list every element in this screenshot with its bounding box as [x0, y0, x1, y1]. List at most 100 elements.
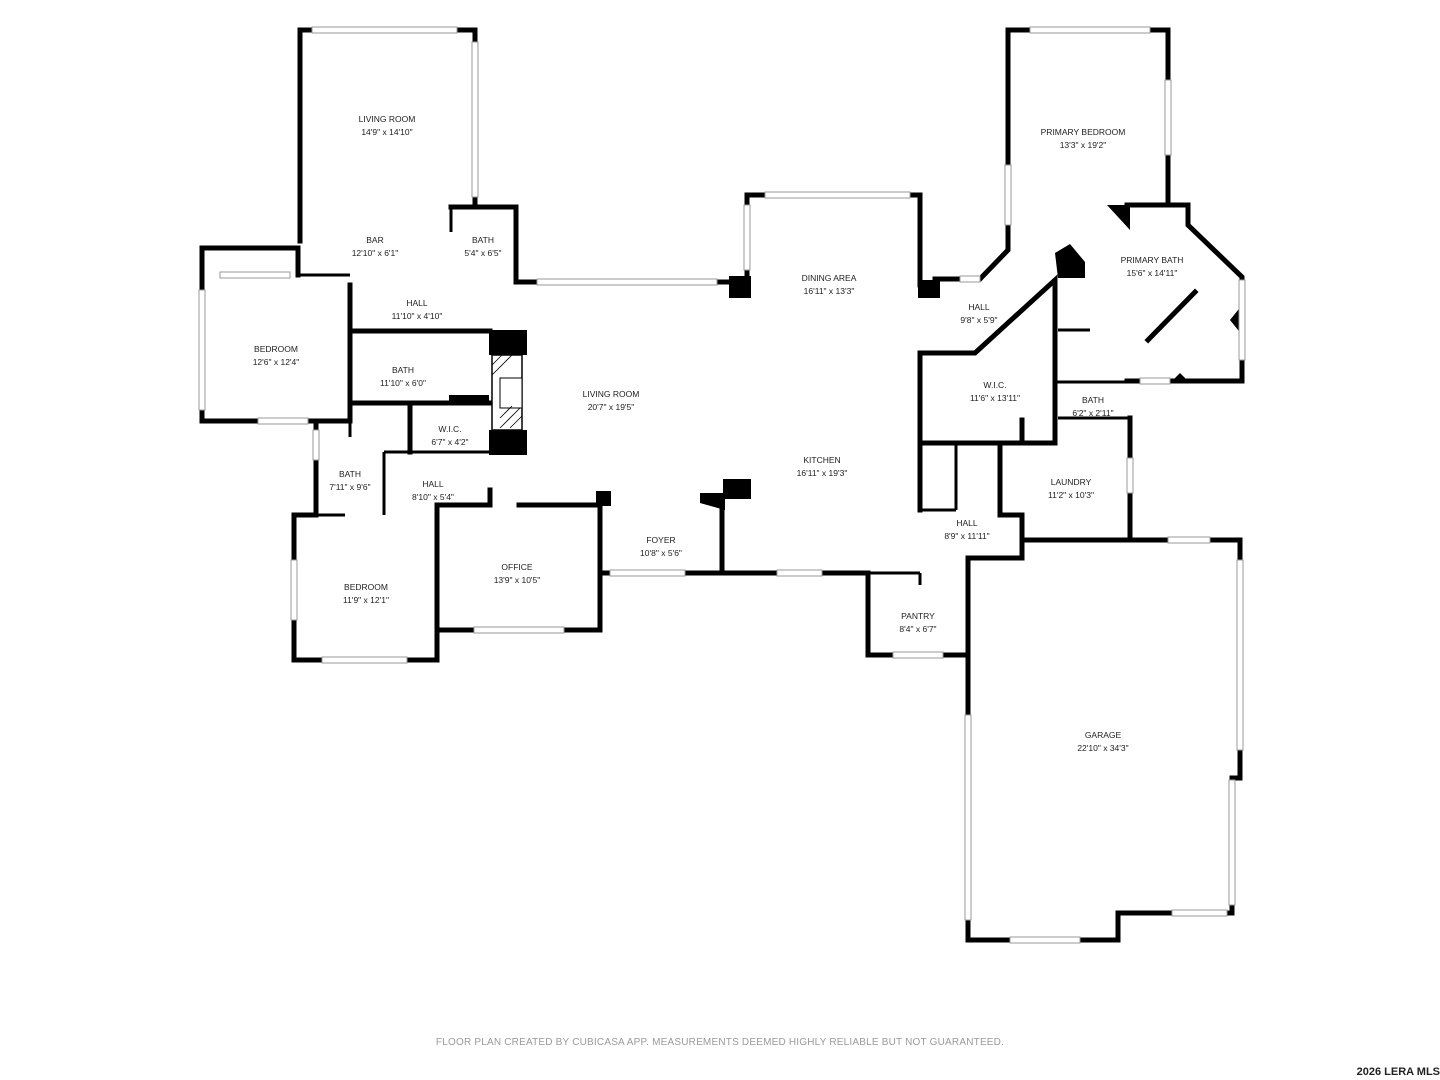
room-dim-bar: 12'10" x 6'1"	[352, 248, 399, 258]
window	[743, 204, 751, 271]
room-dim-primary-bedroom: 13'3" x 19'2"	[1060, 140, 1107, 150]
hatch-line	[509, 415, 523, 429]
room-dim-garage: 22'10" x 34'3"	[1077, 743, 1128, 753]
room-dim-wic-west: 6'7" x 4'2"	[431, 437, 468, 447]
room-dim-hall-sw: 8'10" x 5'4"	[412, 492, 454, 502]
wall	[997, 415, 1133, 543]
hatch-line	[499, 405, 513, 419]
room-name-wic-west: W.I.C.	[438, 424, 461, 434]
room-name-primary-bedroom: PRIMARY BEDROOM	[1041, 127, 1126, 137]
hatch-line	[491, 354, 513, 376]
fireplace-block	[489, 430, 527, 455]
wall	[917, 274, 1058, 385]
window	[959, 275, 981, 283]
wall-block	[449, 395, 489, 405]
window	[321, 656, 408, 664]
room-dim-primary-bath: 15'6" x 14'11"	[1127, 268, 1178, 278]
room-dim-foyer: 10'8" x 5'6"	[640, 548, 682, 558]
fireplace-block	[489, 330, 527, 355]
wall	[744, 192, 923, 288]
room-name-hall-sw: HALL	[422, 479, 444, 489]
window	[290, 559, 298, 621]
room-name-garage: GARAGE	[1085, 730, 1122, 740]
room-name-pantry: PANTRY	[901, 611, 935, 621]
window	[1004, 164, 1012, 226]
window	[1139, 377, 1171, 385]
room-name-foyer: FOYER	[646, 535, 675, 545]
room-name-wic-east: W.I.C.	[983, 380, 1006, 390]
room-name-bath-sw: BATH	[339, 469, 361, 479]
wall	[1144, 288, 1199, 344]
window	[471, 41, 479, 198]
room-name-bath-west: BATH	[392, 365, 414, 375]
room-dim-kitchen: 16'11" x 19'3"	[797, 468, 848, 478]
room-dim-bedroom-west: 12'6" x 12'4"	[253, 357, 300, 367]
window	[312, 429, 320, 461]
wall	[1019, 379, 1058, 446]
window	[964, 714, 972, 921]
room-dim-bath-west: 11'10" x 6'0"	[380, 378, 426, 388]
room-name-bedroom-west: BEDROOM	[254, 344, 298, 354]
room-dim-hall-west: 11'10" x 4'10"	[392, 311, 443, 321]
tub	[1055, 244, 1085, 278]
wall-block	[700, 493, 725, 510]
room-dim-hall-se: 8'9" x 11'11"	[944, 531, 989, 541]
copyright-label: 2026 LERA MLS	[1356, 1066, 1440, 1078]
room-dim-laundry: 11'2" x 10'3"	[1048, 490, 1094, 500]
room-name-kitchen: KITCHEN	[803, 455, 840, 465]
window	[1167, 536, 1211, 544]
wall	[917, 417, 1025, 446]
window	[219, 271, 291, 279]
room-name-bath-upper: BATH	[472, 235, 494, 245]
wall	[965, 537, 1243, 943]
room-dim-wic-east: 11'6" x 13'11"	[970, 393, 1020, 403]
wall-block	[1172, 373, 1188, 381]
wall	[291, 418, 493, 663]
room-dim-living-room-upper: 14'9" x 14'10"	[361, 127, 412, 137]
hatch-line	[491, 354, 503, 366]
room-name-bedroom-sw: BEDROOM	[344, 582, 388, 592]
room-name-primary-bath: PRIMARY BATH	[1121, 255, 1184, 265]
room-name-bar: BAR	[366, 235, 383, 245]
wall	[932, 27, 1245, 384]
window	[1164, 79, 1172, 156]
room-dim-office: 13'9" x 10'5"	[494, 575, 541, 585]
column	[723, 479, 751, 499]
room-name-living-room-upper: LIVING ROOM	[359, 114, 416, 124]
footer-note: FLOOR PLAN CREATED BY CUBICASA APP. MEAS…	[435, 1037, 1005, 1048]
room-name-office: OFFICE	[501, 562, 532, 572]
fireplace-box	[499, 377, 523, 409]
wall	[448, 204, 519, 284]
window	[892, 651, 944, 659]
window	[764, 191, 911, 199]
room-dim-pantry: 8'4" x 6'7"	[899, 624, 936, 634]
room-name-hall-east: HALL	[968, 302, 990, 312]
window	[1238, 279, 1246, 361]
solid-blocks	[449, 205, 1242, 510]
hatch-line	[499, 407, 521, 429]
window	[198, 289, 206, 411]
window	[473, 626, 565, 634]
window	[536, 278, 718, 286]
window	[1171, 909, 1228, 917]
column	[596, 491, 611, 506]
room-name-laundry: LAUNDRY	[1051, 477, 1092, 487]
window	[311, 26, 458, 34]
window	[776, 569, 823, 577]
window	[609, 569, 686, 577]
room-name-bath-east: BATH	[1082, 395, 1104, 405]
room-name-dining-area: DINING AREA	[802, 273, 857, 283]
room-dim-living-room-main: 20'7" x 19'5"	[588, 402, 635, 412]
wall-block	[1107, 205, 1130, 230]
window	[1126, 457, 1134, 494]
room-name-hall-se: HALL	[956, 518, 978, 528]
room-dim-dining-area: 16'11" x 13'3"	[804, 286, 855, 296]
window	[257, 417, 309, 425]
window	[1009, 936, 1081, 944]
windows	[198, 26, 1246, 944]
fireplace	[491, 354, 523, 431]
window	[1236, 559, 1244, 751]
room-dim-bedroom-sw: 11'9" x 12'1"	[343, 595, 389, 605]
column	[918, 280, 940, 298]
